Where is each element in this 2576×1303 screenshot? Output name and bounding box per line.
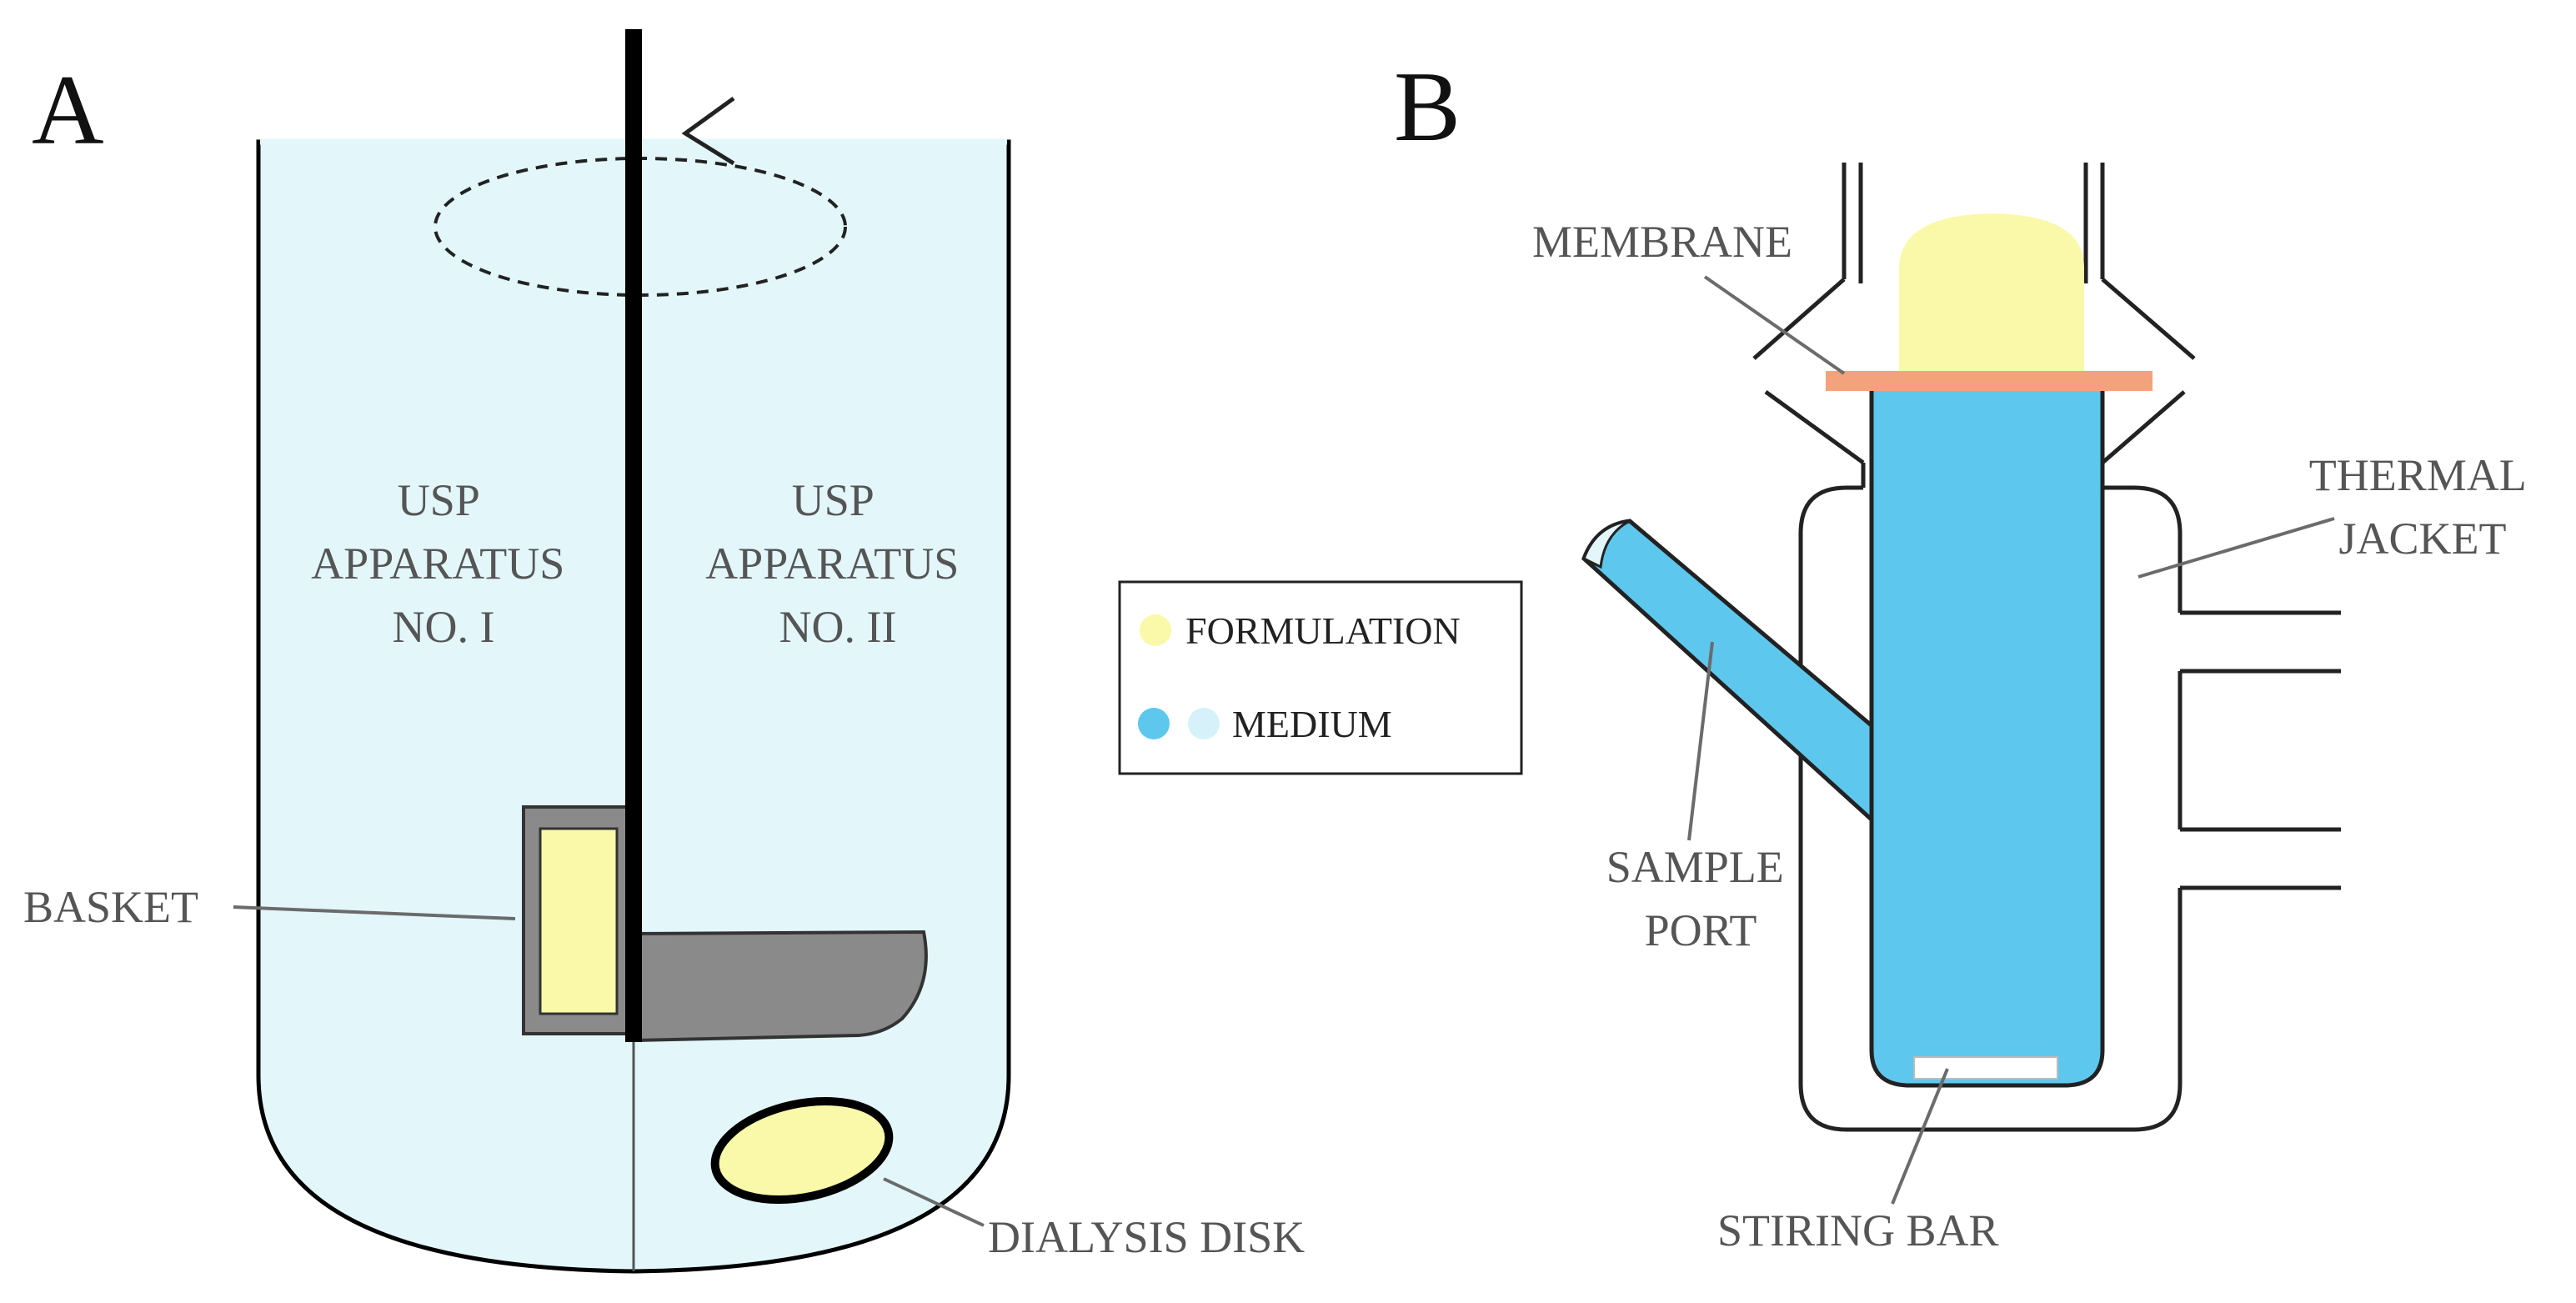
- stirring-bar-leader: [1891, 1068, 1949, 1205]
- dialysis-label: DIALYSIS DISK: [988, 1212, 1305, 1262]
- sample-port-opening: [1582, 519, 1631, 569]
- sample-port-line-1: SAMPLE: [1606, 842, 1784, 892]
- apparatus-2-line-3: NO. II: [779, 602, 897, 652]
- legend-formulation: FORMULATION: [1185, 609, 1461, 652]
- paddle: [632, 930, 928, 1043]
- donor-chamber: [1752, 163, 2196, 360]
- membrane: [1826, 371, 2153, 391]
- formulation-swatch: [1140, 614, 1171, 646]
- legend-box: [1118, 580, 1523, 775]
- thermal-jacket-leader: [2137, 517, 2335, 579]
- sample-port-line-2: PORT: [1645, 905, 1757, 955]
- sample-port-arm: [1581, 519, 1876, 826]
- apparatus-1-label: USP APPARATUS NO. I: [311, 475, 576, 652]
- rotation-arrow-icon: [681, 96, 735, 166]
- dialysis-disk: [710, 1096, 894, 1205]
- apparatus-2-label: USP APPARATUS NO. II: [705, 475, 970, 652]
- sample-port-label: SAMPLE PORT: [1606, 842, 1796, 955]
- apparatus-2-line-1: USP: [792, 475, 873, 525]
- stirring-bar: [1913, 1056, 2058, 1080]
- apparatus-1-line-2: APPARATUS: [311, 539, 564, 589]
- basket-label: BASKET: [23, 882, 198, 932]
- jacket-ports: [2180, 610, 2341, 890]
- stirring-shaft: [625, 29, 642, 1042]
- thermal-jacket-line-2: JACKET: [2339, 514, 2507, 564]
- legend-medium: MEDIUM: [1232, 703, 1392, 745]
- sample-port-leader: [1687, 641, 1714, 841]
- thermal-jacket-label: THERMAL JACKET: [2309, 450, 2536, 564]
- receptor-chamber: [1869, 383, 2105, 1088]
- dialysis-leader: [883, 1177, 985, 1227]
- membrane-label: MEMBRANE: [1532, 217, 1792, 267]
- membrane-leader: [1703, 275, 1846, 375]
- basket-leader: [233, 905, 516, 920]
- thermal-jacket: [1798, 485, 2183, 1132]
- medium-dark-swatch: [1138, 708, 1170, 739]
- thermal-jacket-line-1: THERMAL: [2309, 450, 2525, 500]
- panel-a-letter: A: [32, 54, 104, 165]
- medium-light-swatch: [1188, 708, 1220, 739]
- apparatus-1-line-1: USP: [398, 475, 479, 525]
- apparatus-2-line-2: APPARATUS: [705, 539, 959, 589]
- basket-formulation: [539, 827, 619, 1015]
- donor-formulation: [1899, 213, 2084, 373]
- panel-b-letter: B: [1394, 51, 1461, 162]
- apparatus-1-line-3: NO. I: [393, 602, 495, 652]
- stirring-bar-label: STIRING BAR: [1717, 1205, 1999, 1255]
